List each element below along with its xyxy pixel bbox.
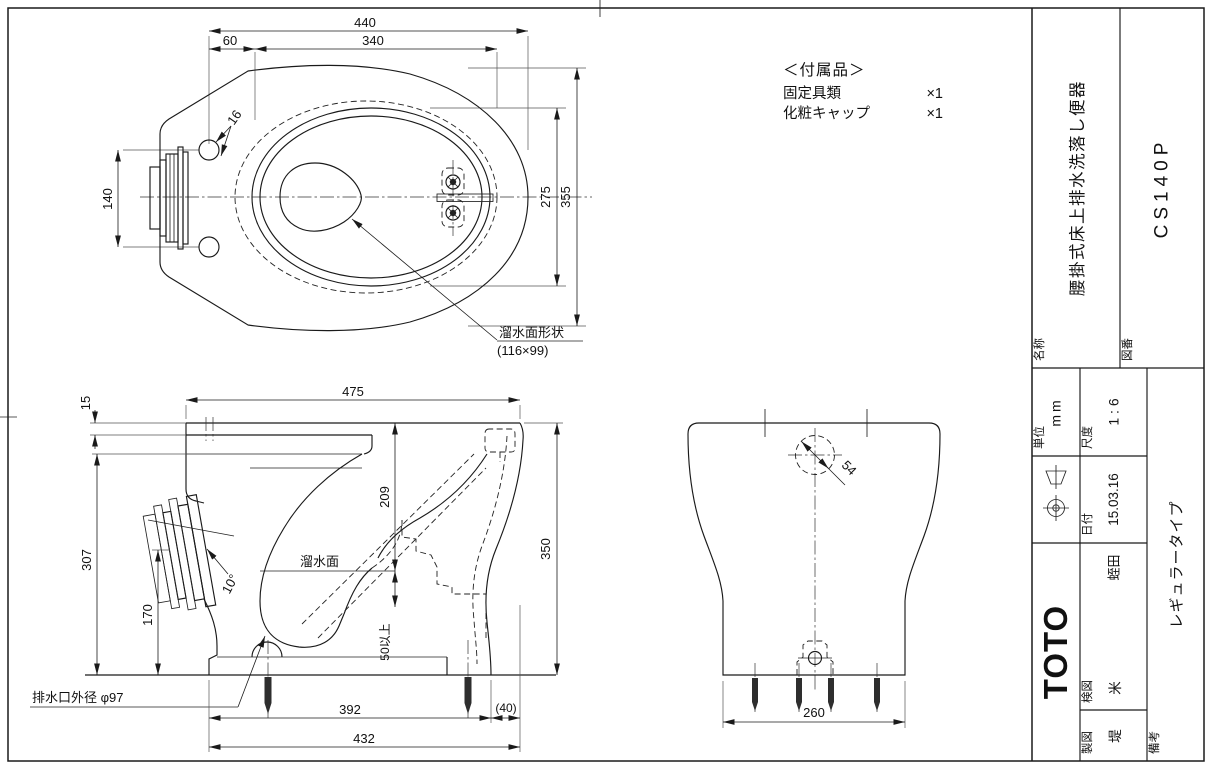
dim-15: 15 [78, 396, 93, 410]
dim-40: (40) [495, 701, 516, 715]
dim-275: 275 [538, 186, 553, 208]
dim-475: 475 [342, 384, 364, 399]
accessory-item: 化粧キャップ ×1 [783, 106, 943, 122]
seat-bolt-hidden [205, 417, 214, 441]
drawing-number-cell: CS140P [1120, 8, 1204, 368]
accessories-title: ＜付属品＞ [783, 62, 866, 79]
dim-170: 170 [140, 604, 155, 626]
bowl-outer-outline [159, 64, 529, 332]
check-label: 検図 [1082, 680, 1094, 703]
accessory-item: 固定具類 ×1 [783, 86, 943, 102]
water-line-label: 溜水面 [300, 554, 339, 569]
dim-60: 60 [223, 33, 237, 48]
water-shape-leader [351, 218, 498, 341]
rear-view: 54 260 [687, 409, 941, 728]
drawing-number: CS140P [1151, 137, 1172, 239]
dim-350: 350 [538, 538, 553, 560]
rim-inner-2 [259, 115, 483, 279]
top-view: 440 340 60 140 16 275 355 溜水面形状 (116×99) [100, 15, 592, 358]
spigot-side [142, 494, 217, 611]
drain-leader [237, 635, 266, 708]
logo-cell: TOTO [1032, 543, 1080, 761]
draft-label: 製図 [1082, 731, 1094, 754]
dim-260: 260 [803, 705, 825, 720]
toto-logo: TOTO [1037, 604, 1074, 700]
dim-16: 16 [224, 107, 245, 127]
rim-inner-1 [251, 107, 491, 287]
notes-label: 備考 [1149, 731, 1161, 754]
dim-140: 140 [100, 188, 115, 210]
name-label: 名称 [1034, 338, 1046, 361]
inlet-hole-hidden [795, 435, 835, 475]
rim-hidden-line [234, 100, 498, 294]
unit-value: mm [1047, 397, 1064, 427]
scale-label: 尺度 [1082, 426, 1094, 449]
accessories-note: ＜付属品＞ 固定具類 ×1 化粧キャップ ×1 [783, 58, 943, 124]
projection-symbol-icon [1043, 465, 1069, 521]
dim-50min: 50以上 [378, 623, 392, 660]
seat-hinge [436, 167, 494, 228]
rear-outline [687, 422, 941, 676]
floor-screw [264, 677, 272, 703]
notes-cell: レギュラータイプ [1147, 368, 1204, 761]
floor-screw [464, 677, 472, 703]
spigot-plan [149, 146, 189, 250]
rear-screws [752, 663, 880, 712]
drafter-name: 堤 [1107, 728, 1123, 743]
notes-value: レギュラータイプ [1168, 500, 1186, 629]
water-shape-label: 溜水面形状 [499, 325, 564, 340]
dim-340: 340 [362, 33, 384, 48]
unit-label: 単位 [1034, 426, 1046, 449]
fixing-hole [807, 650, 823, 666]
dim-307: 307 [79, 549, 94, 571]
dim-440: 440 [354, 15, 376, 30]
product-name-cell: 腰掛式床上排水洗落し便器 [1032, 8, 1120, 368]
border-frame [7, 7, 1205, 762]
date-label: 日付 [1082, 513, 1094, 536]
mount-hole-bottom [198, 236, 220, 258]
checker1-cell: 蛭田 [1080, 546, 1147, 588]
drain-label: 排水口外径 φ97 [32, 690, 124, 705]
dim-355: 355 [558, 186, 573, 208]
dim-432: 432 [353, 731, 375, 746]
checker2-name: 米 [1107, 680, 1123, 695]
number-label: 図番 [1122, 338, 1134, 361]
dim-392: 392 [339, 702, 361, 717]
product-name: 腰掛式床上排水洗落し便器 [1069, 80, 1087, 296]
dim-209: 209 [377, 486, 392, 508]
mount-hole-top [198, 139, 220, 161]
checker1-name: 蛭田 [1106, 553, 1122, 581]
dim-54: 54 [839, 457, 860, 478]
side-view: 10° 溜水面 排水口外径 φ97 [30, 384, 563, 752]
seat-bolt-marks [764, 409, 868, 437]
title-block-grid [1031, 8, 1204, 761]
screw-boss [251, 641, 283, 658]
water-surface-shape [279, 162, 362, 232]
date-value: 15.03.16 [1106, 473, 1121, 526]
dim-angle: 10° [219, 572, 241, 596]
scale-value: 1 : 6 [1105, 398, 1122, 426]
water-shape-size: (116×99) [497, 343, 548, 358]
